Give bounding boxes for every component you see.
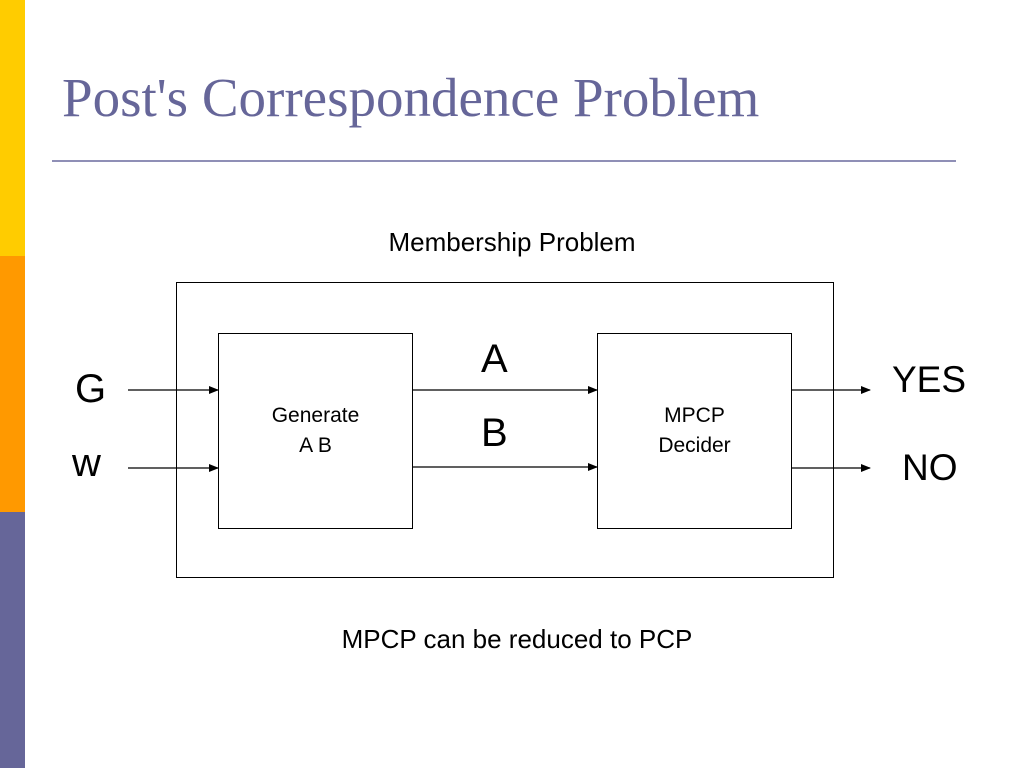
mpcp-decider-block: MPCP Decider <box>597 333 792 529</box>
sidebar-band-top <box>0 0 25 256</box>
diagram-heading: Membership Problem <box>388 227 636 257</box>
title-divider <box>52 160 956 162</box>
generate-ab-block: Generate A B <box>218 333 413 529</box>
membership-problem-frame <box>176 282 834 578</box>
decider-block-label-line1: MPCP <box>664 404 725 427</box>
sidebar-band-bottom <box>0 512 25 768</box>
decider-block-label-line2: Decider <box>658 434 731 457</box>
generate-block-label-line1: Generate <box>271 404 360 427</box>
sidebar-band-middle <box>0 256 25 512</box>
slide-title: Post's Correspondence Problem <box>62 67 760 128</box>
output-no-label: NO <box>902 447 958 488</box>
generate-block-label-line2: A B <box>299 434 332 457</box>
signal-a-label: A <box>481 337 508 381</box>
output-yes-label: YES <box>892 359 967 400</box>
diagram-caption: MPCP can be reduced to PCP <box>341 624 693 654</box>
input-w-label: w <box>72 441 101 485</box>
signal-b-label: B <box>481 411 508 455</box>
input-g-label: G <box>75 367 107 411</box>
